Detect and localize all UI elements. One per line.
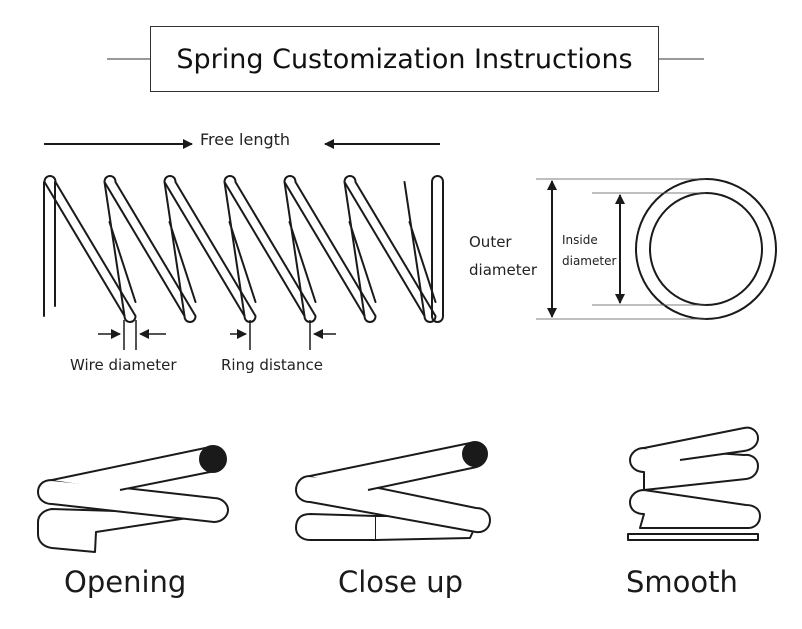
spring-coil-back-strand — [283, 181, 317, 317]
wire-diameter-label: Wire diameter — [70, 356, 177, 374]
page-title: Spring Customization Instructions — [176, 43, 633, 75]
ring-distance-marker — [230, 320, 336, 350]
wire-diameter-marker — [98, 320, 166, 350]
end-type-close-up-label: Close up — [338, 565, 464, 599]
spring-left-end — [43, 181, 56, 317]
outer-diameter-label: Outer diameter — [469, 228, 537, 284]
title-box: Spring Customization Instructions — [150, 26, 659, 92]
close-up-end-spring — [295, 441, 491, 541]
outer-diameter-label-line1: Outer — [469, 233, 512, 251]
inner-ring — [649, 192, 763, 306]
opening-end-spring — [37, 445, 229, 553]
spring-coil-front-strand — [223, 175, 317, 323]
spring-coil-back-strand — [103, 181, 137, 317]
outer-ring — [635, 178, 777, 320]
spring-coil-front-strand — [103, 175, 197, 323]
free-length-label: Free length — [200, 130, 291, 149]
end-type-opening-label: Opening — [64, 565, 187, 599]
spring-end-view — [536, 178, 777, 320]
spring-coil-front-strand — [43, 175, 137, 323]
spring-coil-back-strand — [223, 181, 257, 317]
spring-coil-back-strand — [343, 181, 377, 317]
compression-spring-side-view — [43, 175, 444, 323]
inside-diameter-label-line2: diameter — [562, 254, 617, 268]
inside-diameter-label: Inside diameter — [562, 230, 616, 272]
spring-coil-back-strand — [403, 181, 437, 317]
spring-coil-front-strand — [343, 175, 437, 323]
inside-diameter-label-line1: Inside — [562, 233, 598, 247]
outer-diameter-label-line2: diameter — [469, 261, 537, 279]
smooth-end-spring — [627, 426, 761, 541]
spring-coil-front-strand — [163, 175, 257, 323]
end-type-smooth-label: Smooth — [626, 565, 738, 599]
ring-distance-label: Ring distance — [221, 356, 323, 374]
spring-coil-front-strand — [283, 175, 377, 323]
spring-coil-back-strand — [163, 181, 197, 317]
spring-right-end — [431, 175, 444, 323]
